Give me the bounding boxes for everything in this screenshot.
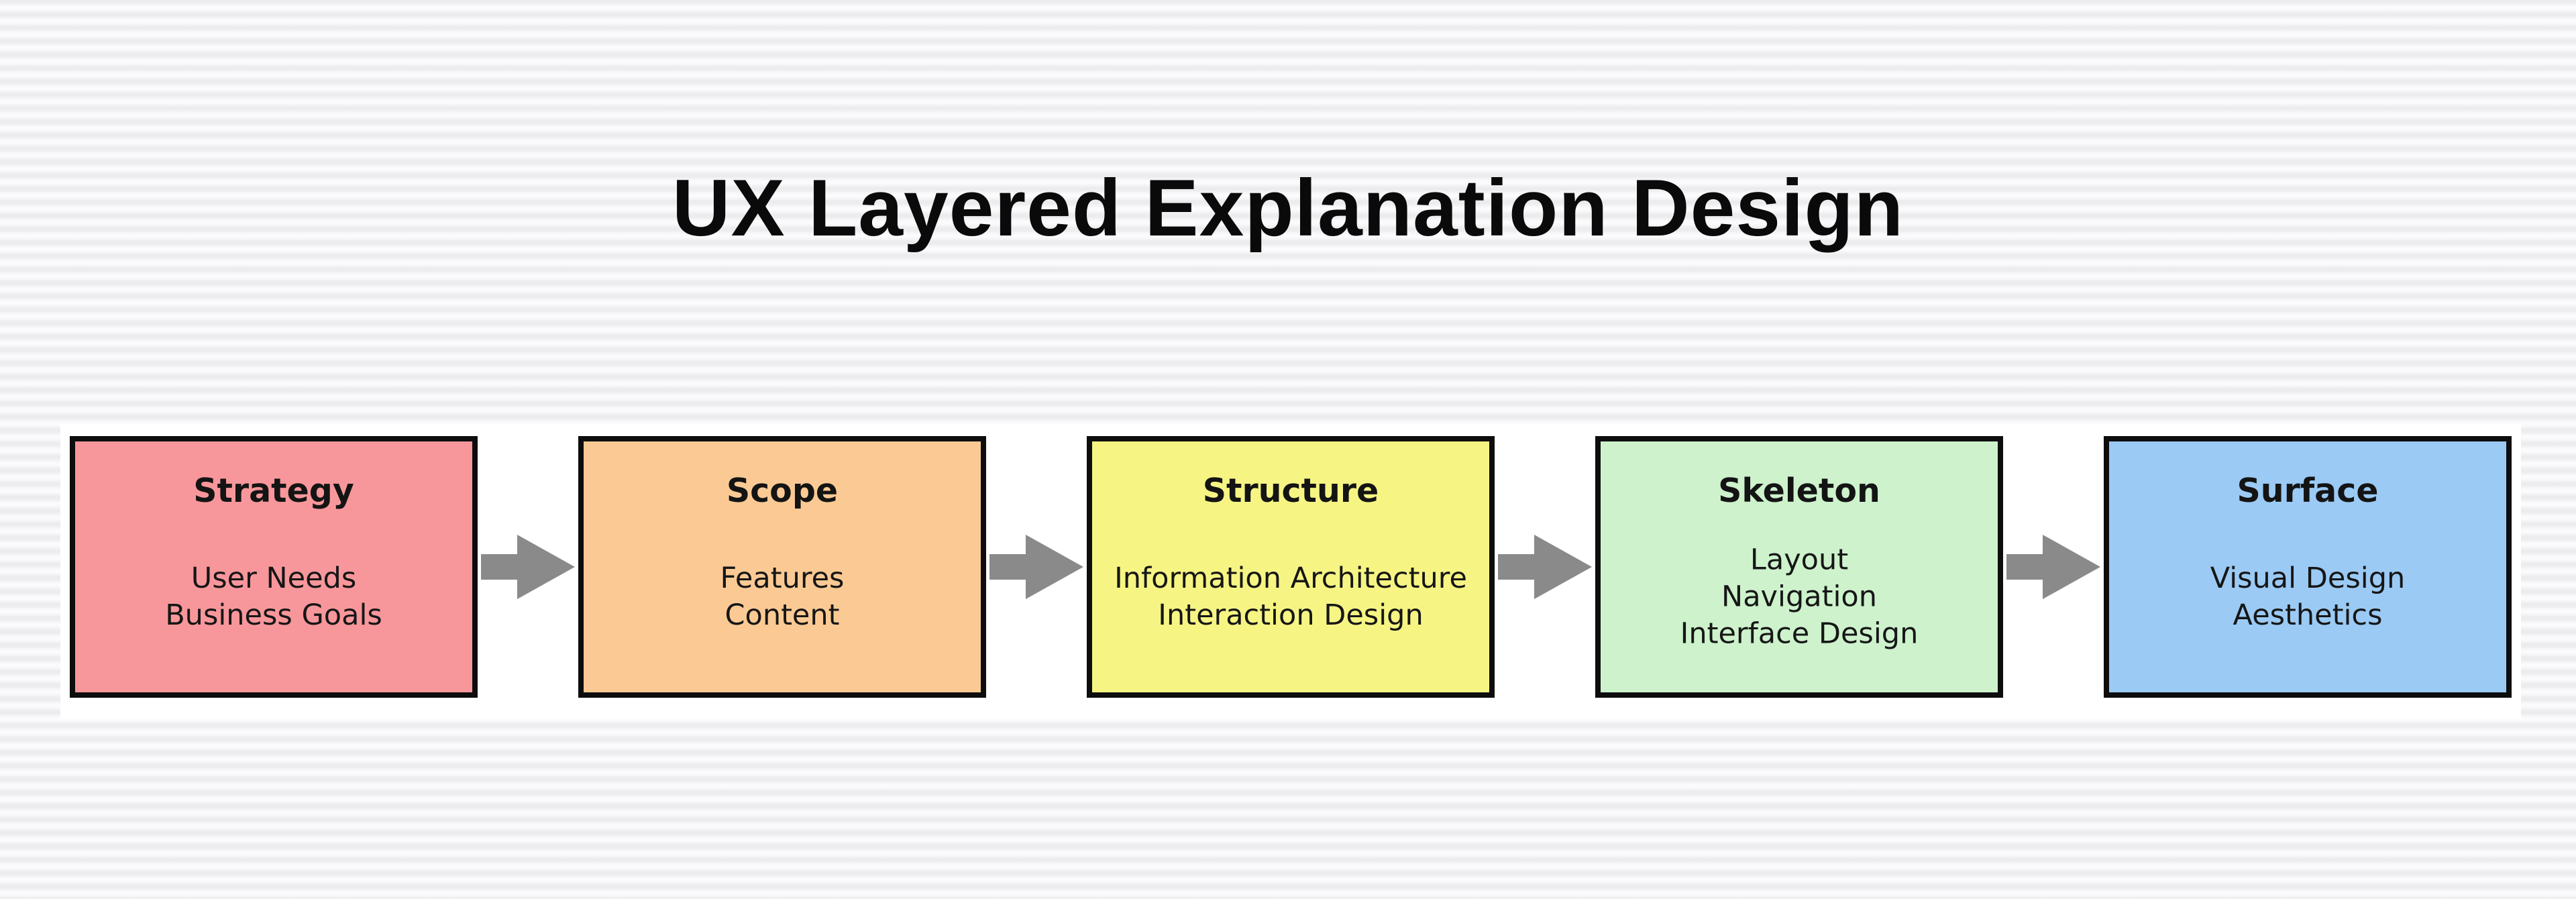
detail-line: Features [720, 562, 845, 595]
stage-box-structure: Structure Information Architecture Inter… [1087, 436, 1495, 698]
detail-line: Navigation [1721, 580, 1877, 614]
arrow-shape [989, 535, 1083, 599]
flow-arrow-icon [989, 535, 1083, 599]
stage-details: Features Content [584, 560, 981, 634]
flow-arrow-cell [478, 436, 578, 698]
flow-row: Strategy User Needs Business Goals Scope… [70, 436, 2512, 698]
detail-line: Interface Design [1680, 617, 1919, 651]
stage-details: Layout Navigation Interface Design [1601, 542, 1998, 653]
stage-box-scope: Scope Features Content [578, 436, 986, 698]
detail-line: User Needs [191, 562, 357, 595]
stage-details: User Needs Business Goals [75, 560, 472, 634]
stage-title: Scope [726, 472, 839, 510]
detail-line: Business Goals [165, 598, 382, 632]
page-title: UX Layered Explanation Design [672, 163, 1904, 253]
detail-line: Interaction Design [1158, 598, 1424, 632]
arrow-shape [1498, 535, 1592, 599]
detail-line: Aesthetics [2233, 598, 2383, 632]
stage-box-skeleton: Skeleton Layout Navigation Interface Des… [1595, 436, 2003, 698]
flow-arrow-cell [1495, 436, 1595, 698]
diagram-canvas: Strategy User Needs Business Goals Scope… [60, 424, 2521, 719]
stage-box-strategy: Strategy User Needs Business Goals [70, 436, 478, 698]
detail-line: Information Architecture [1114, 562, 1467, 595]
stage-details: Visual Design Aesthetics [2109, 560, 2506, 634]
stage-details: Information Architecture Interaction Des… [1092, 560, 1489, 634]
stage-title: Strategy [193, 472, 354, 510]
flow-arrow-icon [481, 535, 575, 599]
flow-arrow-icon [1498, 535, 1592, 599]
stage-title: Structure [1202, 472, 1379, 510]
stage-title: Surface [2237, 472, 2379, 510]
detail-line: Layout [1750, 543, 1849, 577]
arrow-shape [481, 535, 575, 599]
flow-arrow-cell [986, 436, 1087, 698]
stage-title: Skeleton [1718, 472, 1880, 510]
flow-arrow-cell [2003, 436, 2104, 698]
detail-line: Visual Design [2210, 562, 2406, 595]
detail-line: Content [724, 598, 840, 632]
stage-box-surface: Surface Visual Design Aesthetics [2104, 436, 2512, 698]
arrow-shape [2006, 535, 2100, 599]
flow-arrow-icon [2006, 535, 2100, 599]
